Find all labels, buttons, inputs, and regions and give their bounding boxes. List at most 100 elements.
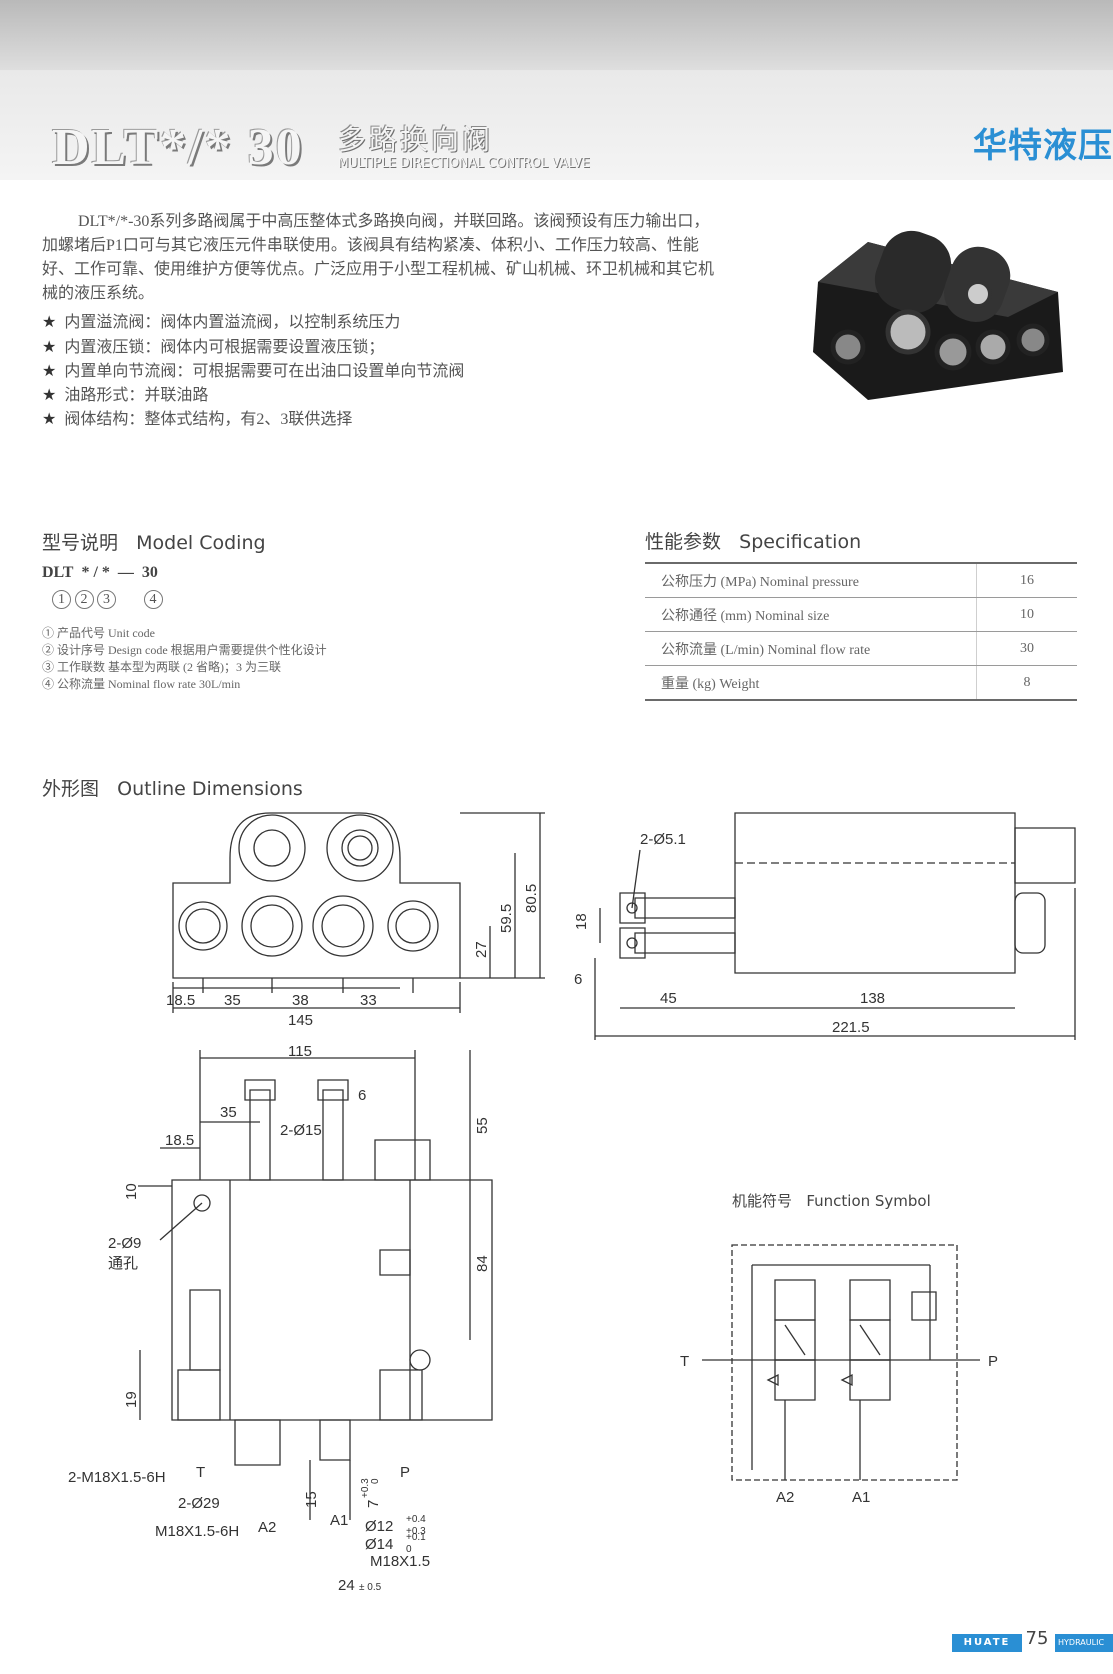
plan-view-drawing: 115 35 18.5 2-Ø15 6 55 10 2-Ø9 通孔 84 19 …	[68, 1043, 530, 1594]
port-circle-inner	[396, 909, 430, 943]
header-top-strip	[0, 0, 1113, 70]
model-code: DLT * / * — 30	[42, 564, 158, 582]
bullet-text: 内置单向节流阀：可根据需要可在出油口设置单向节流阀	[64, 363, 465, 380]
spool-box	[775, 1360, 815, 1400]
port-circle	[388, 901, 438, 951]
code-part: 30	[141, 564, 158, 581]
mount-hole	[194, 1195, 210, 1211]
dim-label: P	[400, 1464, 410, 1481]
code-part: —	[117, 564, 134, 581]
front-body-outline	[173, 813, 460, 978]
code-number: 1	[52, 590, 71, 609]
check-valve-icon	[842, 1375, 852, 1385]
dim-label: 2-M18X1.5-6H	[68, 1469, 166, 1486]
port-A2	[235, 1420, 280, 1465]
spool-clevis	[245, 1080, 275, 1100]
symbol-boundary	[732, 1245, 957, 1480]
dim-label: 6	[358, 1087, 366, 1104]
heading-en: Model Coding	[136, 532, 266, 554]
dim-label: 7	[365, 1500, 382, 1508]
bullet-text: 内置液压锁：阀体内可根据需要设置液压锁；	[64, 339, 385, 356]
dim-label: 2-Ø29	[178, 1495, 220, 1512]
dim-label: +0.1	[406, 1532, 426, 1543]
model-title: DLT*/* 30	[52, 119, 304, 176]
code-number: 4	[143, 590, 163, 609]
dim-label: M18X1.5	[370, 1553, 430, 1570]
port-hole	[1019, 326, 1047, 354]
hex-plug	[375, 1140, 430, 1180]
code-part: /	[93, 564, 98, 581]
heading-cn: 机能符号	[732, 1192, 793, 1210]
function-symbol-diagram: T P A2 A1	[680, 1240, 998, 1506]
code-numbers: 1 2 3 4	[52, 590, 163, 609]
spool-boss	[239, 815, 305, 881]
dim-label: 2-Ø9	[108, 1235, 141, 1252]
port-hole	[833, 332, 863, 362]
dim-label: M18X1.5-6H	[155, 1523, 239, 1540]
dim-label: 59.5	[498, 904, 515, 933]
port-circle	[313, 896, 373, 956]
spec-label: 公称流量 (L/min) Nominal flow rate	[645, 631, 977, 666]
footer-tail-label: HYDRAULIC	[1055, 1634, 1113, 1652]
dim-label: 通孔	[108, 1255, 138, 1272]
spool-box	[850, 1360, 890, 1400]
dim-label: 6	[574, 971, 582, 988]
dim-label: 138	[860, 990, 885, 1007]
port-label-T: T	[680, 1353, 689, 1370]
bullet-text: 内置溢流阀：阀体内置溢流阀，以控制系统压力	[64, 314, 401, 331]
pin-hole	[627, 938, 637, 948]
port-hole	[937, 336, 969, 368]
spool-rod	[635, 898, 735, 918]
code-number: 2	[74, 590, 94, 609]
bullet-text: 油路形式：并联油路	[64, 387, 209, 404]
dim-label: 18.5	[166, 992, 195, 1009]
outline-heading: 外形图 Outline Dimensions	[42, 774, 303, 801]
spool-boss-inner	[342, 830, 378, 866]
code-part: DLT	[42, 564, 74, 581]
plan-port	[410, 1350, 430, 1370]
dim-label: Ø14	[365, 1536, 393, 1553]
spool-eye	[620, 928, 645, 958]
side-body	[735, 813, 1015, 973]
heading-cn: 外形图	[42, 778, 100, 800]
port-P	[380, 1370, 422, 1420]
spec-value: 10	[976, 597, 1077, 632]
port-circle-inner	[322, 905, 364, 947]
spool-boss-core	[348, 836, 372, 860]
coding-note: ④ 公称流量 Nominal flow rate 30L/min	[42, 677, 241, 691]
spool-box	[850, 1280, 890, 1320]
port-circle	[179, 902, 227, 950]
spool-rod	[635, 933, 735, 953]
flow-arrow	[860, 1325, 880, 1355]
port-hole	[888, 312, 928, 352]
star-icon: ★	[42, 363, 57, 380]
feature-bullet: ★内置溢流阀：阀体内置溢流阀，以控制系统压力	[42, 308, 400, 332]
dim-label: 55	[474, 1117, 491, 1134]
check-valve-icon	[768, 1375, 778, 1385]
title-chinese: 多路换向阀	[338, 123, 494, 156]
code-part: *	[81, 564, 90, 581]
front-view-drawing: 18.5 35 38 33 145 27 59.5 80.5	[166, 808, 550, 1029]
coding-note: ① 产品代号 Unit code	[42, 626, 155, 640]
pin-hole	[627, 903, 637, 913]
dim-label: 45	[660, 990, 677, 1007]
spec-value: 30	[976, 631, 1077, 666]
spec-value: 8	[976, 665, 1077, 701]
dim-label: 0	[406, 1544, 412, 1555]
port-hole	[966, 282, 990, 306]
spool-stem	[323, 1090, 343, 1180]
port-hole	[978, 332, 1008, 362]
spool-boss	[327, 815, 393, 881]
model-coding-heading: 型号说明 Model Coding	[42, 528, 266, 555]
leader-line	[160, 1203, 202, 1240]
spec-label: 重量 (kg) Weight	[645, 665, 977, 701]
dim-label: 145	[288, 1012, 313, 1029]
dim-label: 27	[473, 941, 490, 958]
spec-value: 16	[976, 562, 1077, 598]
dim-label: 19	[123, 1391, 140, 1408]
relief-cap	[1015, 828, 1075, 883]
